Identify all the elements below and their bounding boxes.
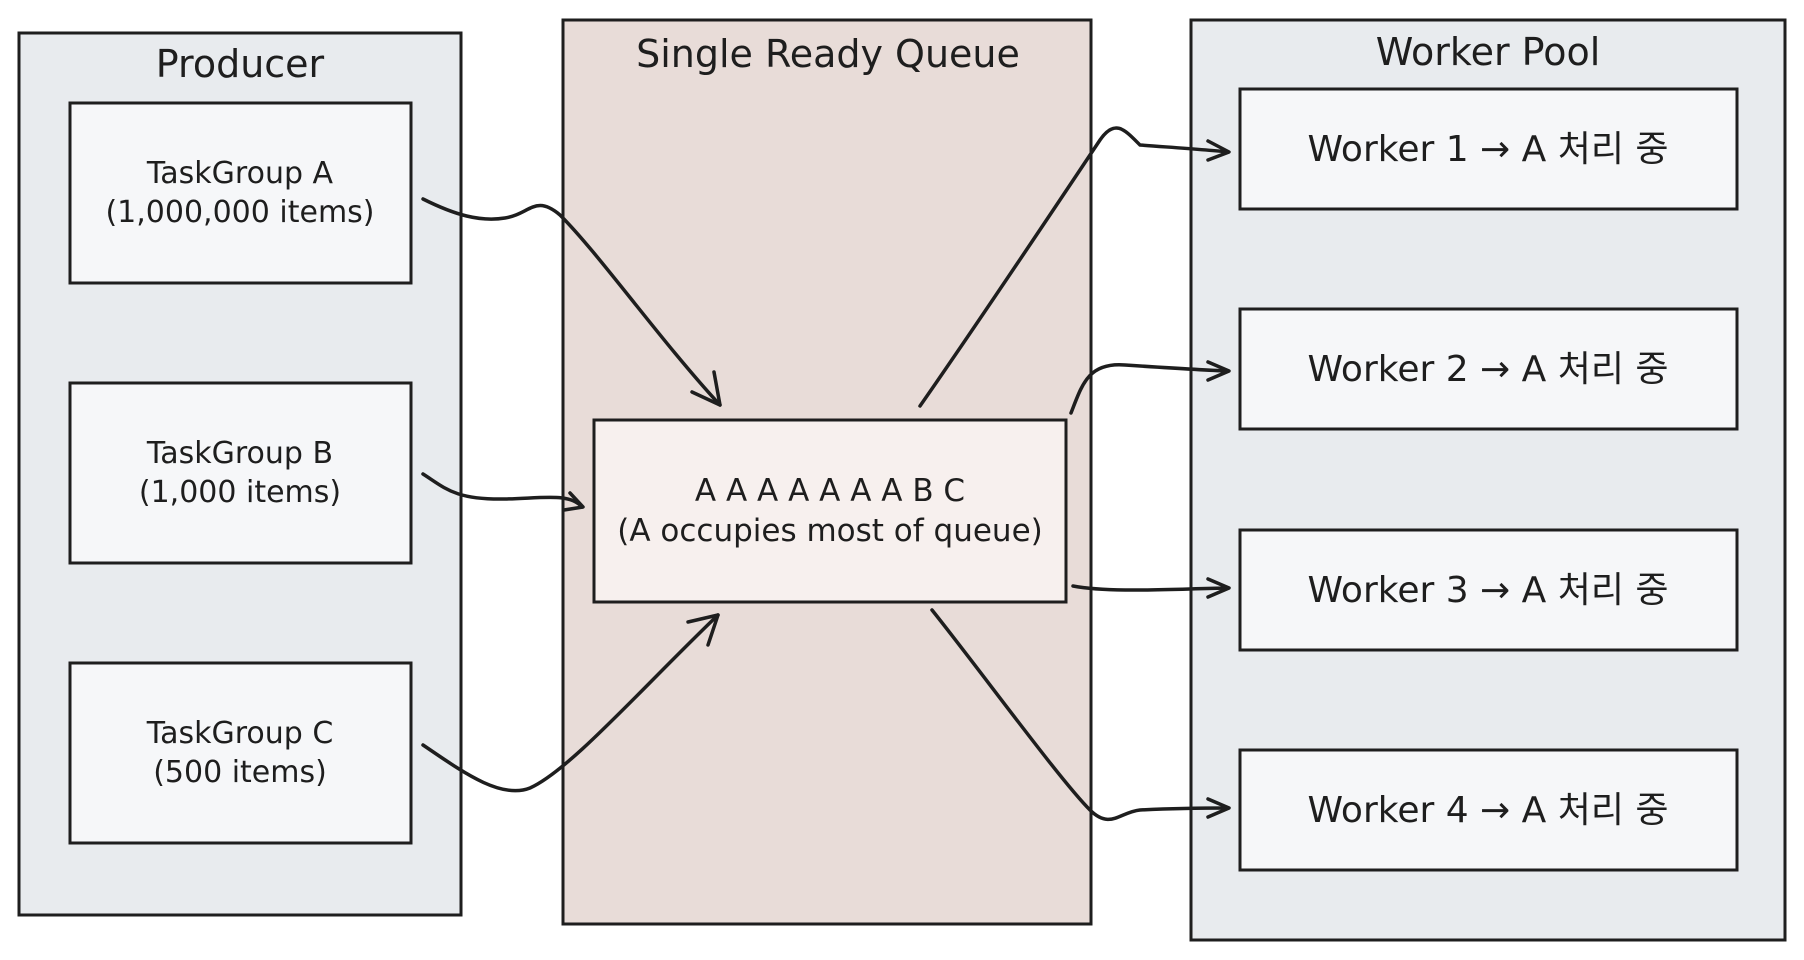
- worker-4-label: Worker 4 → A 처리 중: [1307, 790, 1668, 831]
- ready-queue-contents: A A A A A A A B C: [695, 473, 965, 509]
- task-group-b-name: TaskGroup B: [146, 436, 333, 471]
- arrow-queue-to-worker-1: [918, 126, 1231, 408]
- queue-title: Single Ready Queue: [636, 32, 1020, 76]
- arrow-queue-to-worker-4: [930, 608, 1231, 822]
- arrow-queue-to-worker-3: [1071, 577, 1231, 599]
- producer-title: Producer: [156, 42, 325, 86]
- worker-1: Worker 1 → A 처리 중: [1238, 87, 1739, 211]
- task-group-c: TaskGroup C (500 items): [68, 661, 413, 845]
- worker-2-box: [1238, 307, 1739, 431]
- arrow-b-to-queue: [421, 472, 585, 512]
- worker-1-label: Worker 1 → A 처리 중: [1307, 129, 1668, 170]
- worker-1-box: [1238, 87, 1739, 211]
- worker-3-box: [1238, 528, 1739, 652]
- ready-queue-box: A A A A A A A B C (A occupies most of qu…: [592, 418, 1068, 604]
- task-group-a-name: TaskGroup A: [146, 156, 334, 191]
- task-group-c-count: (500 items): [153, 755, 327, 790]
- arrow-queue-to-worker-2: [1069, 360, 1231, 415]
- worker-4-box: [1238, 748, 1739, 872]
- worker-4: Worker 4 → A 처리 중: [1238, 748, 1739, 872]
- worker-2-label: Worker 2 → A 처리 중: [1307, 349, 1668, 390]
- task-group-a: TaskGroup A (1,000,000 items): [68, 101, 413, 285]
- task-group-a-box: [68, 101, 413, 285]
- task-group-b: TaskGroup B (1,000 items): [68, 381, 413, 565]
- ready-queue-box-rect: [592, 418, 1068, 604]
- arrow-c-to-queue: [421, 613, 720, 793]
- ready-queue-note: (A occupies most of queue): [617, 513, 1043, 549]
- task-group-b-box: [68, 381, 413, 565]
- arrow-a-to-queue: [421, 197, 722, 407]
- task-group-a-count: (1,000,000 items): [105, 195, 374, 230]
- worker-3: Worker 3 → A 처리 중: [1238, 528, 1739, 652]
- task-group-b-count: (1,000 items): [139, 475, 341, 510]
- worker-2: Worker 2 → A 처리 중: [1238, 307, 1739, 431]
- task-group-c-name: TaskGroup C: [146, 716, 334, 751]
- worker-3-label: Worker 3 → A 처리 중: [1307, 570, 1668, 611]
- worker-pool-title: Worker Pool: [1376, 30, 1601, 74]
- task-group-c-box: [68, 661, 413, 845]
